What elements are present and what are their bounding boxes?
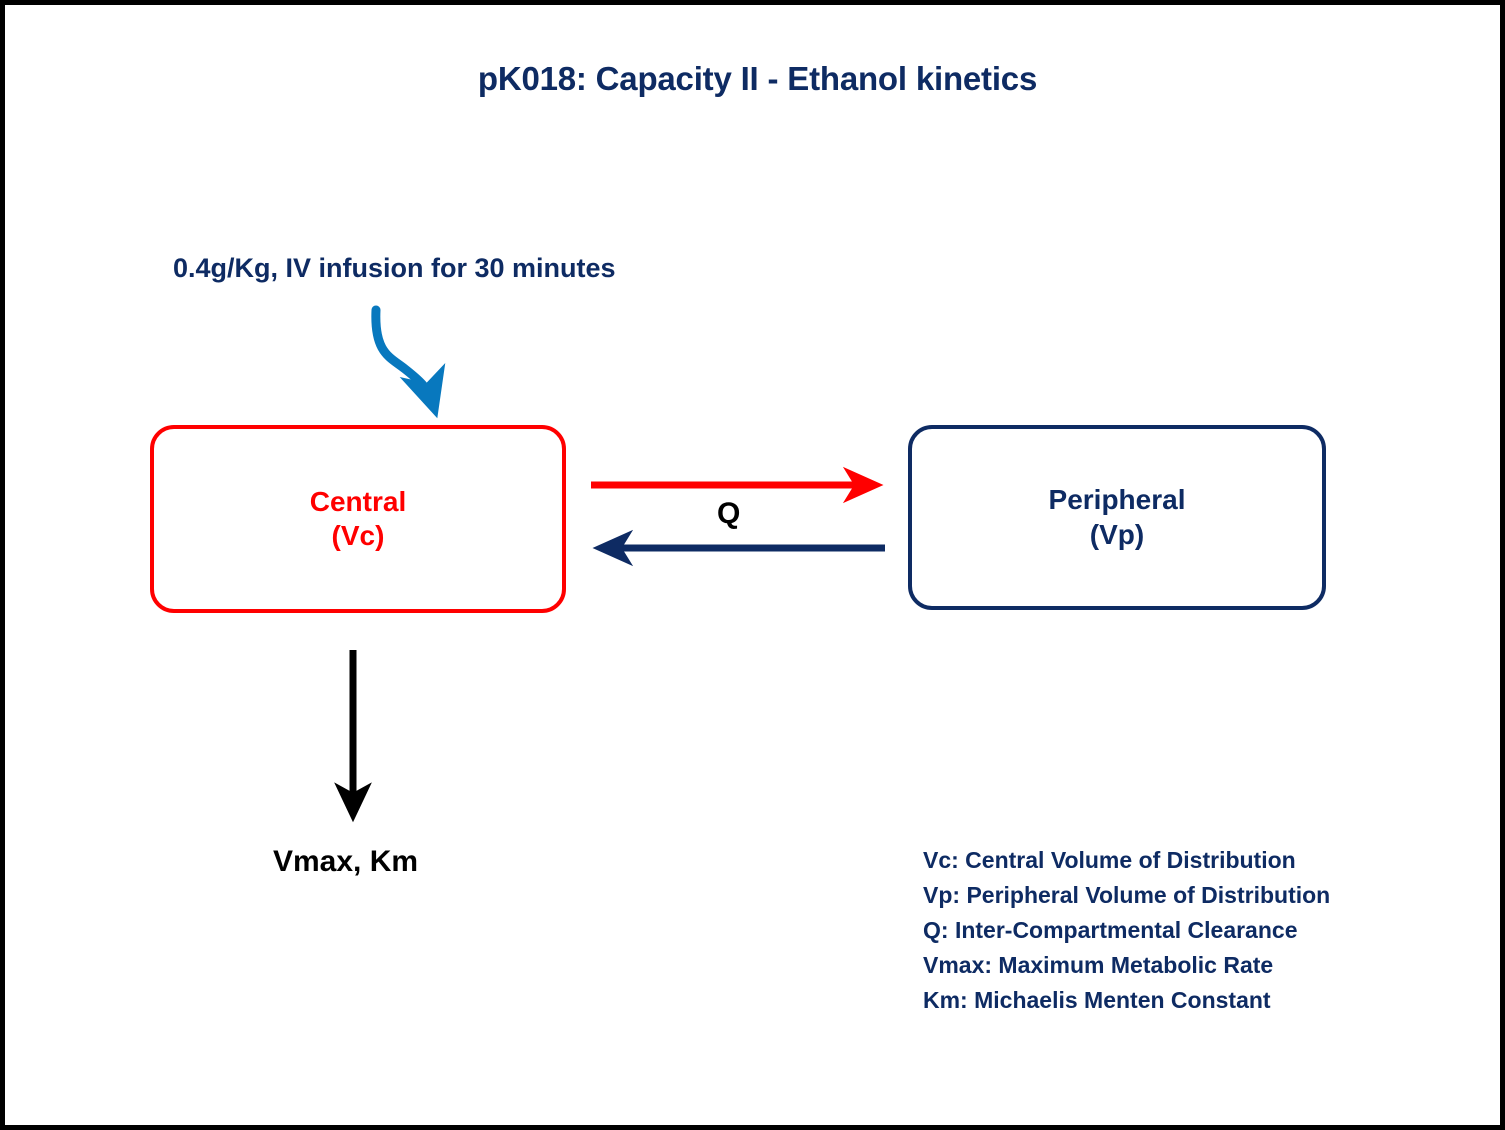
page-title: pK018: Capacity II - Ethanol kinetics <box>477 60 1038 97</box>
dose-infusion-label: 0.4g/Kg, IV infusion for 30 minutes <box>173 253 616 283</box>
legend: Vc: Central Volume of Distribution Vp: P… <box>923 843 1443 1018</box>
legend-item-vmax: Vmax: Maximum Metabolic Rate <box>923 951 1274 978</box>
legend-item-vp: Vp: Peripheral Volume of Distribution <box>923 881 1331 908</box>
legend-item-km: Km: Michaelis Menten Constant <box>923 986 1271 1013</box>
central-compartment-symbol: (Vc) <box>331 520 385 551</box>
legend-item-q: Q: Inter-Compartmental Clearance <box>923 916 1298 943</box>
elimination-parameters-label: Vmax, Km <box>273 845 419 878</box>
peripheral-compartment-name: Peripheral <box>1048 484 1186 516</box>
peripheral-compartment-box[interactable]: Peripheral (Vp) <box>908 425 1326 610</box>
inter-compartmental-clearance-label: Q <box>717 497 741 530</box>
legend-item-vc: Vc: Central Volume of Distribution <box>923 847 1296 873</box>
central-compartment-box[interactable]: Central (Vc) <box>150 425 566 613</box>
infusion-curved-arrow <box>371 305 446 419</box>
peripheral-compartment-symbol: (Vp) <box>1089 518 1145 550</box>
central-compartment-name: Central <box>309 485 407 517</box>
